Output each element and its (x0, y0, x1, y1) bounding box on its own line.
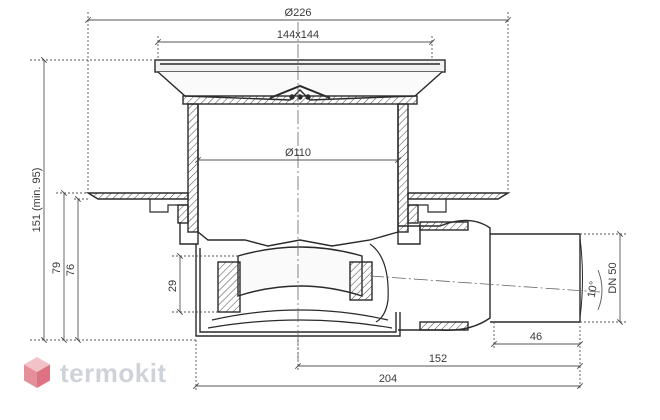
dim-total-height: 151 (min. 95) (31, 168, 43, 233)
dim-overall-width: Ø226 (285, 7, 312, 19)
dim-grate-size: 144x144 (277, 29, 319, 41)
dim-height-79: 79 (51, 262, 63, 274)
brand-watermark: termokit (22, 356, 167, 390)
dim-seal-height: 29 (167, 280, 179, 292)
flange-left (85, 192, 189, 200)
flange-right (407, 192, 511, 200)
dim-outlet-204: 204 (379, 373, 397, 385)
housing (179, 222, 421, 247)
riser-pipe-left-wall (187, 103, 199, 233)
dim-height-76: 76 (65, 264, 77, 276)
drain-body (85, 22, 601, 360)
outlet-axis (369, 275, 601, 293)
dim-outlet-slope: 10° (586, 280, 601, 298)
outlet-elbow (398, 219, 491, 331)
outlet-pipe (490, 233, 581, 323)
dimension-labels: Ø226 144x144 Ø110 151 (min. 95) 79 76 29… (31, 7, 619, 385)
dim-outlet-46: 46 (530, 331, 542, 343)
dim-outlet-152: 152 (429, 353, 447, 365)
height-adaptor (182, 95, 418, 105)
odour-seal (237, 246, 363, 297)
dimensions (30, 12, 628, 390)
hexagon-logo-icon (24, 357, 50, 388)
riser-pipe-right-wall (397, 103, 409, 233)
grate-frame (154, 59, 446, 73)
brand-name: termokit (60, 357, 167, 388)
dim-pipe-diameter: Ø110 (285, 147, 311, 159)
dim-outlet-nominal: DN 50 (607, 262, 619, 293)
